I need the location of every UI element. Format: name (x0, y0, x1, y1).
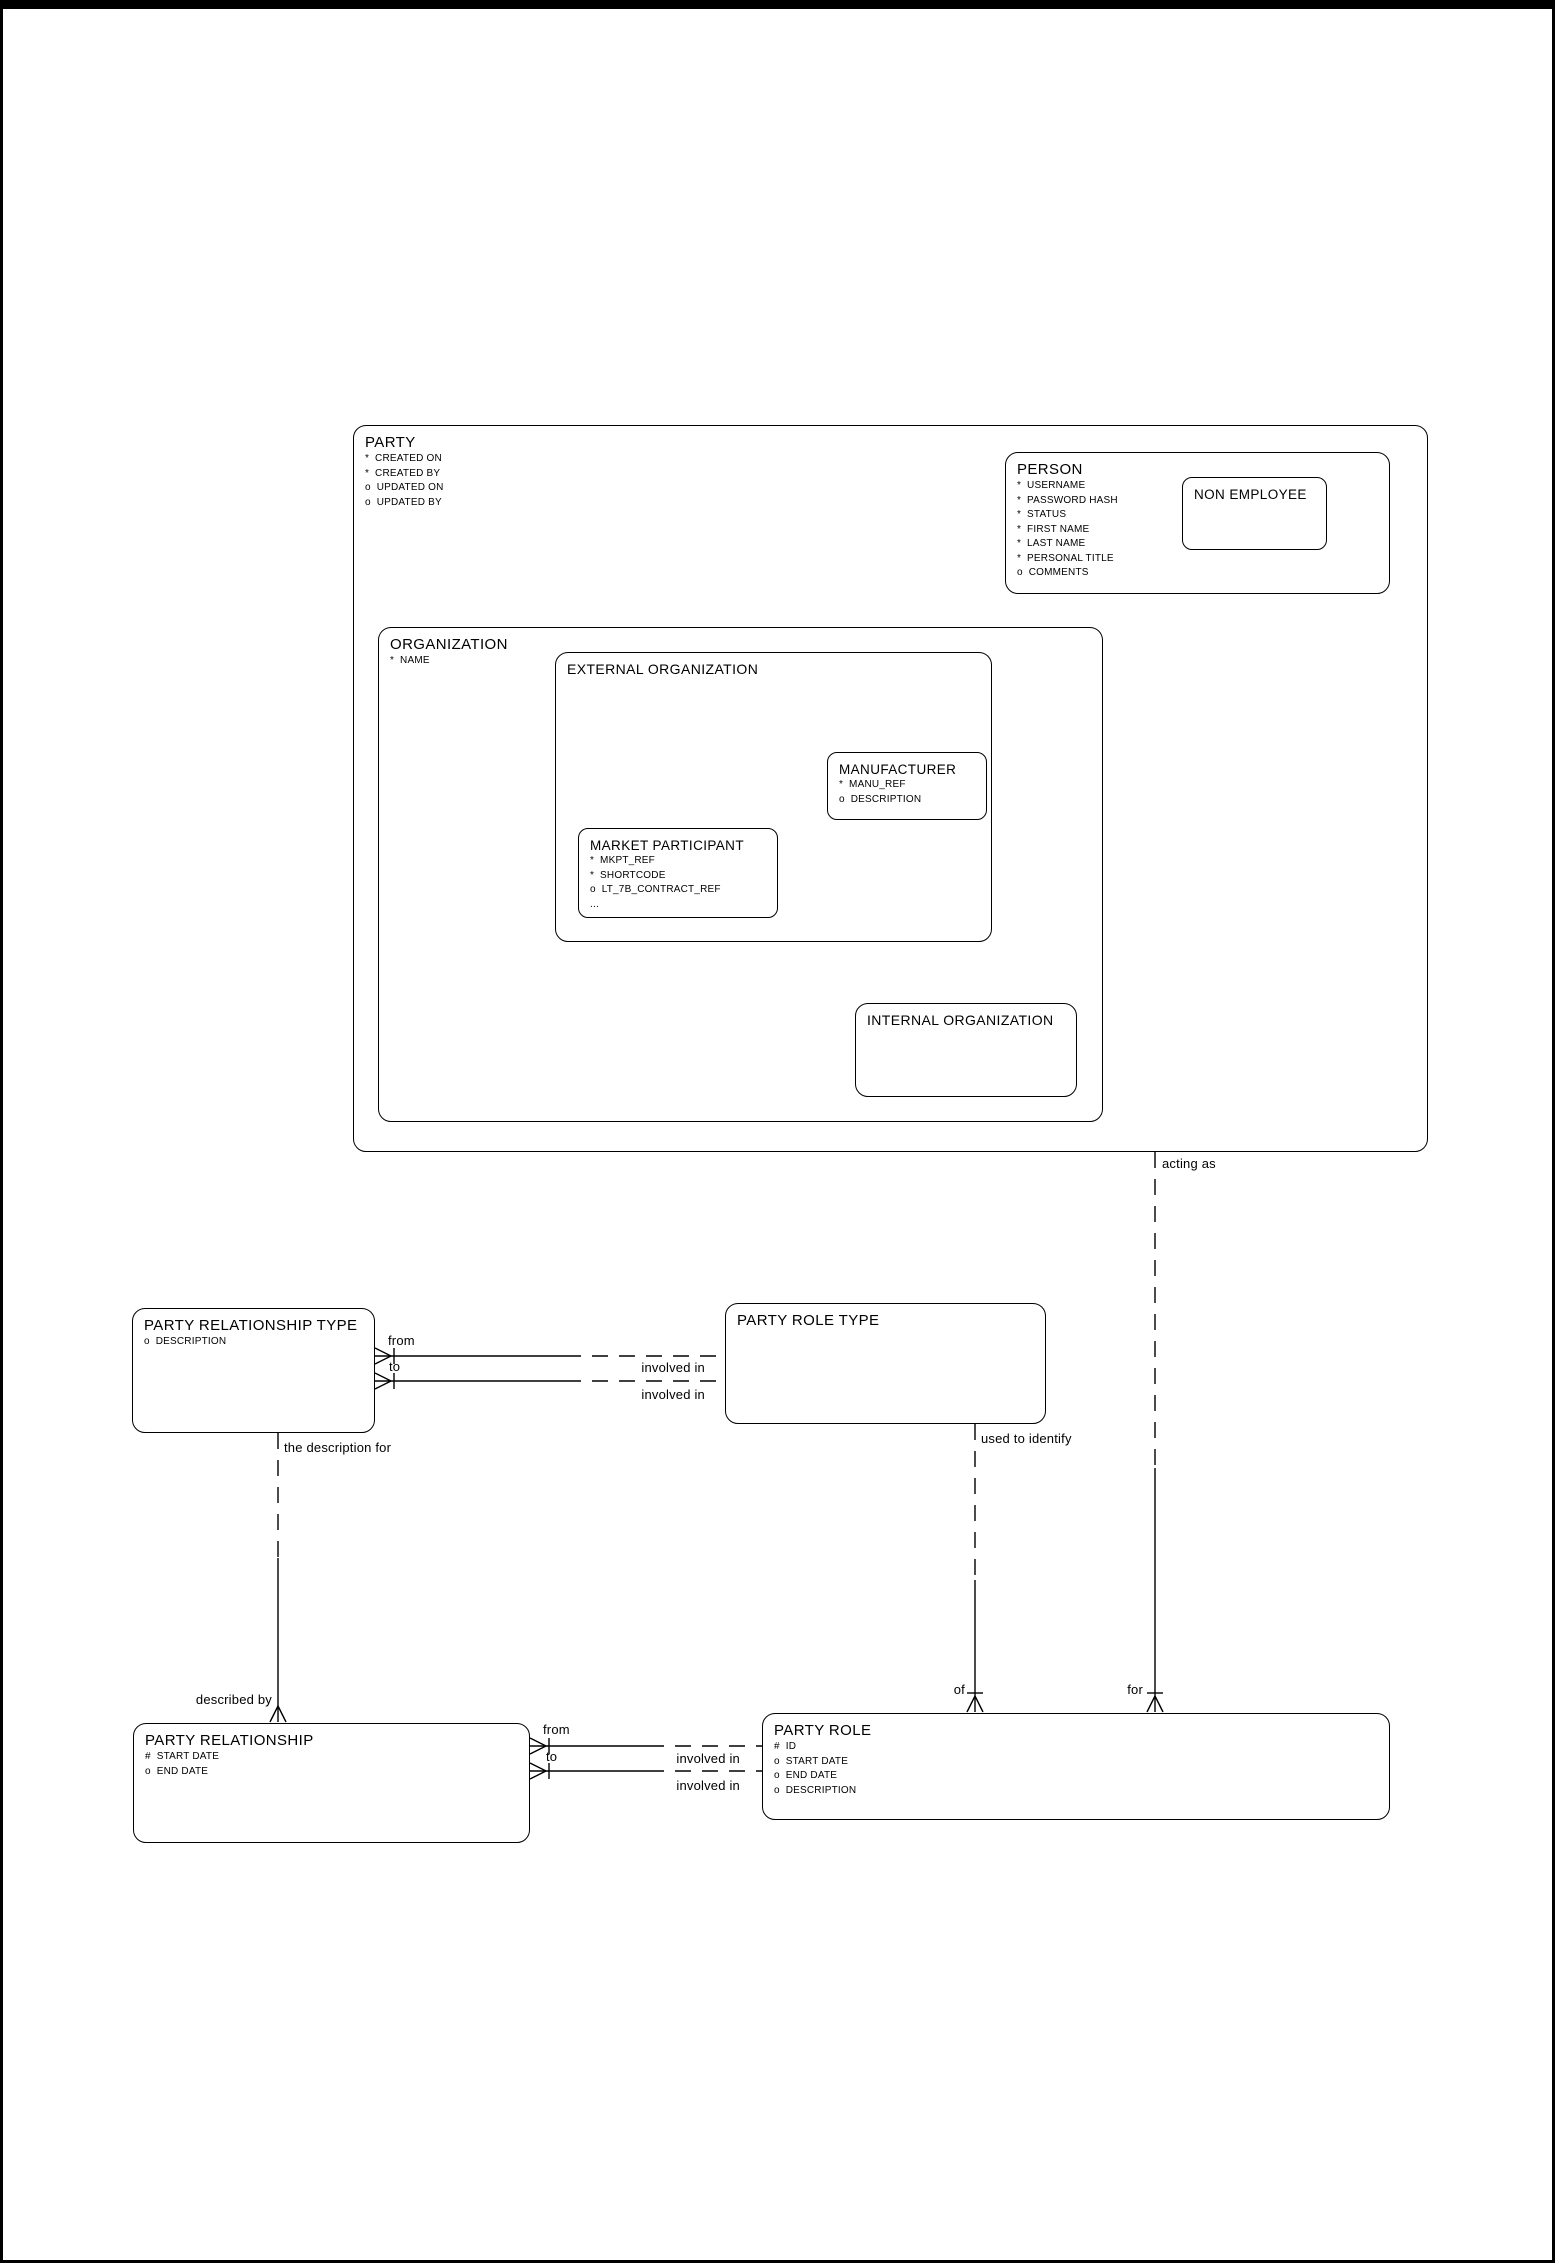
attribute-username: * USERNAME (1017, 480, 1086, 491)
entity-non-employee[interactable]: NON EMPLOYEE (1182, 477, 1327, 550)
attribute-first-name: * FIRST NAME (1017, 523, 1090, 535)
label-type-involved-in-1: involved in (641, 1360, 705, 1375)
entity-organization[interactable]: ORGANIZATION * NAME (378, 627, 1103, 1122)
entity-person[interactable]: PERSON * USERNAME * PASSWORD HASH * STAT… (1005, 452, 1390, 594)
entity-party-relationship[interactable]: PARTY RELATIONSHIP # START DATE o END DA… (133, 1723, 530, 1843)
crow-foot-icon (1146, 1695, 1164, 1713)
attribute-end-date: o END DATE (774, 1770, 838, 1781)
crow-foot-icon (529, 1737, 547, 1755)
entity-non-employee-title: NON EMPLOYEE (1194, 487, 1307, 502)
entity-market-participant-title: MARKET PARTICIPANT (590, 838, 744, 853)
label-used-to-identify: used to identify (981, 1431, 1072, 1446)
attribute-status: * STATUS (1017, 509, 1067, 520)
attribute-updated-by: o UPDATED BY (365, 496, 442, 508)
label-of: of (953, 1682, 965, 1697)
entity-party-title: PARTY (365, 434, 416, 451)
connector-rel-to (529, 1762, 762, 1780)
label-for: for (1127, 1682, 1143, 1697)
entity-internal-organization-title: INTERNAL ORGANIZATION (867, 1012, 1054, 1028)
label-type-to: to (389, 1359, 401, 1374)
label-the-description-for: the description for (284, 1440, 392, 1455)
attribute-end-date: o END DATE (145, 1765, 209, 1777)
label-rel-involved-in-2: involved in (676, 1778, 740, 1793)
attribute-id: # ID (774, 1741, 797, 1752)
label-acting-as: acting as (1162, 1156, 1216, 1171)
label-rel-to: to (546, 1749, 558, 1764)
attribute-name: * NAME (390, 655, 430, 666)
label-rel-from: from (543, 1722, 570, 1737)
label-type-involved-in-2: involved in (641, 1387, 705, 1402)
attribute-start-date: o START DATE (774, 1755, 849, 1767)
attribute-password-hash: * PASSWORD HASH (1017, 494, 1118, 506)
attribute-lt-7b-contract-ref: o LT_7B_CONTRACT_REF (590, 884, 721, 895)
attribute-created-by: * CREATED BY (365, 467, 441, 479)
label-rel-involved-in-1: involved in (676, 1751, 740, 1766)
attribute-shortcode: * SHORTCODE (590, 869, 666, 881)
entity-party-role-type[interactable]: PARTY ROLE TYPE (725, 1303, 1046, 1424)
entity-internal-organization[interactable]: INTERNAL ORGANIZATION (855, 1003, 1077, 1097)
attribute-description: o DESCRIPTION (144, 1336, 227, 1347)
attribute-created-on: * CREATED ON (365, 453, 442, 464)
attribute-last-name: * LAST NAME (1017, 538, 1086, 549)
label-described-by: described by (195, 1692, 272, 1707)
entity-party-relationship-type-title: PARTY RELATIONSHIP TYPE (144, 1317, 358, 1334)
attribute-ellipsis: ... (590, 898, 599, 910)
entity-party-relationship-title: PARTY RELATIONSHIP (145, 1732, 314, 1749)
entity-external-organization[interactable]: EXTERNAL ORGANIZATION (555, 652, 992, 942)
label-type-from: from (388, 1333, 415, 1348)
attribute-manu-ref: * MANU_REF (839, 779, 906, 790)
crow-foot-icon (529, 1762, 547, 1780)
entity-manufacturer[interactable]: MANUFACTURER * MANU_REF o DESCRIPTION (827, 752, 987, 820)
entity-external-organization-title: EXTERNAL ORGANIZATION (567, 661, 759, 677)
attribute-mkpt-ref: * MKPT_REF (590, 855, 655, 866)
attribute-updated-on: o UPDATED ON (365, 482, 444, 493)
attribute-description: o DESCRIPTION (839, 793, 922, 805)
entity-person-title: PERSON (1017, 461, 1083, 478)
connector-type-from (374, 1347, 725, 1365)
connector-type-to (374, 1372, 725, 1390)
entity-party-role-type-title: PARTY ROLE TYPE (737, 1312, 880, 1329)
entity-organization-title: ORGANIZATION (390, 636, 508, 653)
crow-foot-icon (374, 1347, 392, 1365)
crow-foot-icon (374, 1372, 392, 1390)
entity-party-relationship-type[interactable]: PARTY RELATIONSHIP TYPE o DESCRIPTION (132, 1308, 375, 1433)
entity-party-role[interactable]: PARTY ROLE # ID o START DATE o END DATE … (762, 1713, 1390, 1820)
attribute-comments: o COMMENTS (1017, 567, 1089, 578)
crow-foot-icon (966, 1695, 984, 1713)
entity-party[interactable]: PARTY * CREATED ON * CREATED BY o UPDATE… (353, 425, 1428, 1152)
attribute-start-date: # START DATE (145, 1751, 220, 1762)
connector-party-role-type-party-role (966, 1424, 984, 1713)
crow-foot-icon (269, 1705, 287, 1723)
attribute-personal-title: * PERSONAL TITLE (1017, 552, 1114, 564)
connector-rel-from (529, 1737, 762, 1755)
entity-manufacturer-title: MANUFACTURER (839, 762, 957, 777)
entity-party-role-title: PARTY ROLE (774, 1722, 872, 1739)
entity-market-participant[interactable]: MARKET PARTICIPANT * MKPT_REF * SHORTCOD… (578, 828, 778, 918)
attribute-description: o DESCRIPTION (774, 1784, 857, 1796)
connector-party-party-role (1146, 1152, 1164, 1713)
connector-party-relationship-type-party-relationship (269, 1433, 287, 1723)
